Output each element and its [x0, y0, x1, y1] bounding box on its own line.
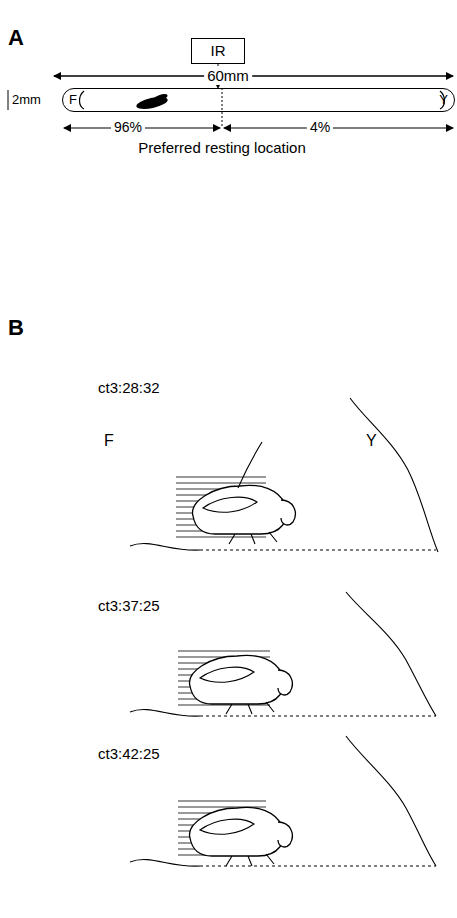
dimension-label: 60mm — [204, 68, 252, 85]
percent-label: 4% — [307, 120, 333, 135]
time-label: ct3:28:32 — [98, 380, 160, 397]
panel-letter: B — [8, 316, 24, 340]
time-label: ct3:37:25 — [98, 598, 160, 615]
time-label: ct3:42:25 — [98, 746, 160, 763]
end-label: Y — [366, 432, 377, 450]
dimension-label: 2mm — [12, 93, 41, 107]
panel-letter: A — [8, 26, 24, 50]
sensor-label: IR — [211, 43, 226, 60]
end-label: Y — [439, 93, 448, 107]
caption-note: Preferred resting location — [138, 140, 306, 157]
end-label: F — [69, 93, 77, 107]
tube: FY — [62, 88, 455, 112]
percent-label: 96% — [111, 120, 145, 135]
sensor-box: IR — [191, 38, 245, 64]
end-label: F — [104, 432, 114, 450]
